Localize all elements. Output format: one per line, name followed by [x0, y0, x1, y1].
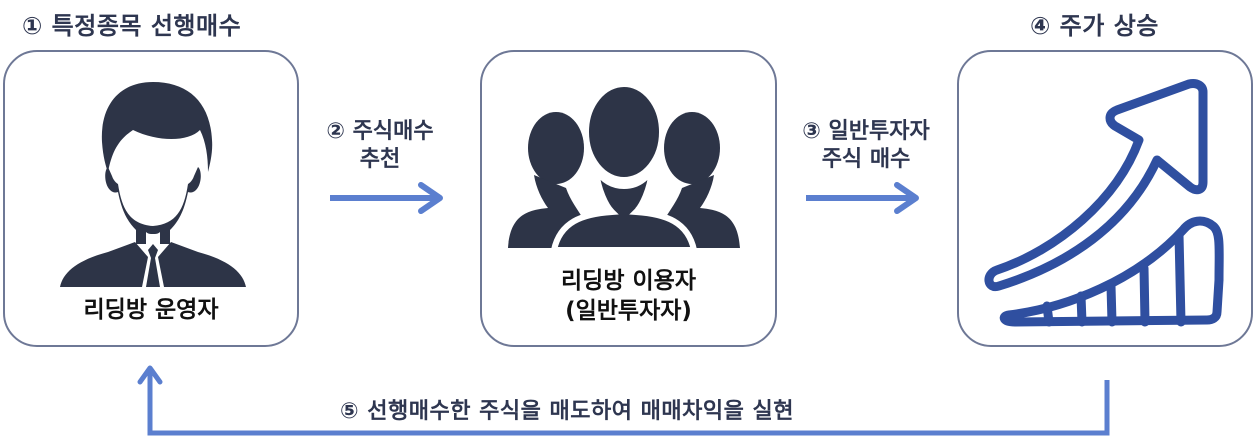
right-arrow-icon — [330, 182, 443, 214]
step5-label: ⑤ 선행매수한 주식을 매도하여 매매차익을 실현 — [340, 399, 794, 424]
users-box: 리딩방 이용자 (일반투자자) — [480, 50, 777, 347]
step4-title: ④ 주가 상승 — [1030, 12, 1159, 40]
businessman-icon — [60, 82, 246, 287]
step1-title: ① 특정종목 선행매수 — [22, 12, 242, 40]
step3-label: ③ 일반투자자 주식 매수 — [786, 118, 946, 174]
return-connector-arrow — [137, 365, 1110, 436]
price-rise-box — [957, 50, 1253, 347]
group-users-icon — [508, 81, 740, 253]
step3-label-line1: ③ 일반투자자 — [802, 119, 930, 144]
users-label-line2: (일반투자자) — [565, 298, 692, 324]
step3-label-line2: 주식 매수 — [821, 147, 911, 172]
users-label: 리딩방 이용자 (일반투자자) — [482, 266, 775, 326]
step2-label-line1: ② 주식매수 — [326, 119, 434, 144]
operator-label: 리딩방 운영자 — [83, 297, 219, 323]
step2-label: ② 주식매수 추천 — [310, 118, 450, 174]
users-label-line1: 리딩방 이용자 — [561, 268, 696, 294]
right-arrow-icon — [806, 182, 919, 214]
rising-chart-arrow-icon — [984, 79, 1224, 327]
operator-box: 리딩방 운영자 — [3, 50, 299, 347]
step2-label-line2: 추천 — [359, 147, 401, 172]
